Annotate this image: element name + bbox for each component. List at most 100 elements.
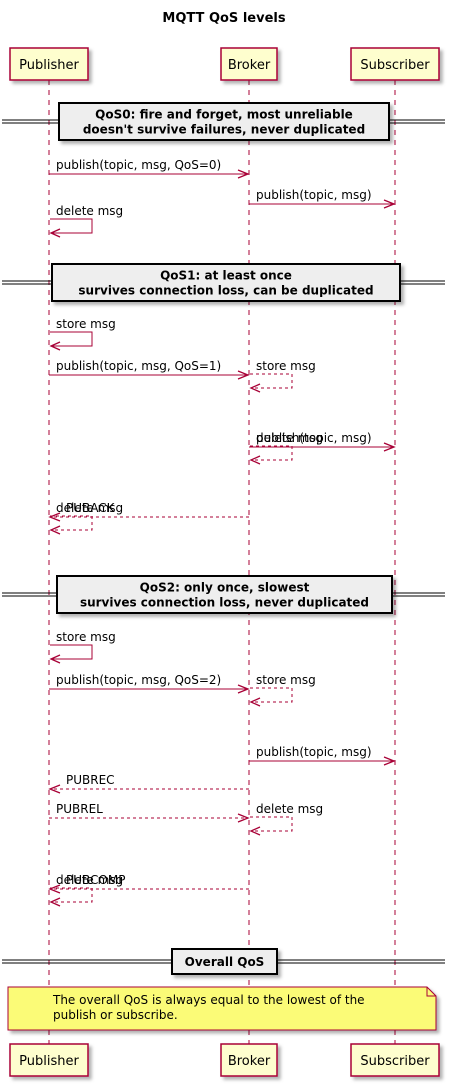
- arrow-head: [48, 884, 61, 894]
- message-publish-topic-msg-qos-1: publish(topic, msg, QoS=1): [49, 359, 250, 380]
- message-delete-msg: delete msg: [49, 873, 123, 907]
- arrow-head: [383, 756, 396, 766]
- arrow-head: [249, 383, 261, 393]
- arrow-head: [383, 442, 396, 452]
- message-label: store msg: [56, 630, 116, 644]
- arrow-head: [249, 455, 261, 465]
- participant-box: [350, 47, 440, 81]
- message-label: delete msg: [256, 802, 323, 816]
- diagram-title: MQTT QoS levels: [162, 11, 285, 26]
- message-store-msg: store msg: [49, 317, 116, 351]
- section-divider: Overall QoS: [2, 948, 445, 975]
- message-store-msg: store msg: [249, 359, 316, 393]
- message-label: PUBREC: [66, 773, 115, 787]
- note-text: publish or subscribe.: [53, 1008, 178, 1022]
- message-arrow: [250, 687, 293, 703]
- arrow-head: [49, 654, 61, 664]
- message-label: delete msg: [256, 431, 323, 445]
- divider-label: QoS2: only once, slowest: [140, 581, 310, 595]
- message-label: publish(topic, msg, QoS=2): [56, 673, 221, 687]
- message-publish-topic-msg: publish(topic, msg): [249, 745, 396, 766]
- message-arrow: [250, 373, 293, 389]
- message-publish-topic-msg-qos-0: publish(topic, msg, QoS=0): [49, 158, 250, 179]
- divider-label: doesn't survive failures, never duplicat…: [83, 123, 365, 137]
- message-publish-topic-msg: publish(topic, msg): [249, 188, 396, 209]
- message-label: publish(topic, msg, QoS=1): [56, 359, 221, 373]
- message-arrow: [250, 445, 293, 461]
- divider-label: survives connection loss, can be duplica…: [78, 284, 373, 298]
- message-delete-msg: delete msg: [249, 802, 323, 836]
- note-fold: [426, 987, 436, 997]
- message-pubrec: PUBREC: [48, 773, 249, 794]
- participant-label: Publisher: [19, 1054, 79, 1069]
- message-arrow: [50, 644, 93, 660]
- divider-box: [58, 102, 390, 141]
- divider-label: Overall QoS: [185, 955, 265, 969]
- message-label: store msg: [256, 359, 316, 373]
- message-label: publish(topic, msg, QoS=0): [56, 158, 221, 172]
- message-label: delete msg: [56, 501, 123, 515]
- participant-box: [220, 1043, 278, 1077]
- arrow-head: [383, 199, 396, 209]
- message-label: store msg: [256, 673, 316, 687]
- participant-broker-top: Broker: [220, 47, 278, 81]
- arrow-head: [237, 370, 250, 380]
- participant-label: Broker: [228, 58, 271, 73]
- message-publish-topic-msg: publish(topic, msg): [249, 431, 396, 452]
- message-delete-msg: delete msg: [249, 431, 323, 465]
- message-delete-msg: delete msg: [49, 501, 123, 535]
- message-label: publish(topic, msg): [256, 745, 372, 759]
- divider-label: survives connection loss, never duplicat…: [80, 596, 369, 610]
- arrow-head: [237, 684, 250, 694]
- participant-publisher-top: Publisher: [9, 47, 89, 81]
- participant-label: Subscriber: [360, 58, 430, 73]
- note-shape: [7, 986, 437, 1031]
- message-label: store msg: [56, 317, 116, 331]
- message-label: publish(topic, msg): [256, 188, 372, 202]
- divider-label: QoS1: at least once: [160, 269, 292, 283]
- participant-box: [9, 47, 89, 81]
- section-divider: QoS0: fire and forget, most unreliabledo…: [2, 102, 445, 141]
- message-label: publish(topic, msg): [256, 431, 372, 445]
- message-arrow: [50, 331, 93, 347]
- arrow-head: [249, 826, 261, 836]
- divider-label: QoS0: fire and forget, most unreliable: [95, 108, 353, 122]
- message-delete-msg: delete msg: [49, 204, 123, 238]
- arrow-head: [48, 512, 61, 522]
- participant-box: [350, 1043, 440, 1077]
- message-label: PUBCOMP: [66, 873, 125, 887]
- participant-publisher-bottom: Publisher: [9, 1043, 89, 1077]
- message-label: delete msg: [56, 873, 123, 887]
- message-label: PUBREL: [56, 802, 103, 816]
- participant-label: Broker: [228, 1054, 271, 1069]
- message-arrow: [50, 515, 93, 531]
- arrow-head: [49, 897, 61, 907]
- message-arrow: [250, 816, 293, 832]
- arrow-head: [48, 784, 61, 794]
- message-store-msg: store msg: [49, 630, 116, 664]
- participant-label: Subscriber: [360, 1054, 430, 1069]
- arrow-head: [49, 228, 61, 238]
- note: The overall QoS is always equal to the l…: [7, 986, 437, 1031]
- message-publish-topic-msg-qos-2: publish(topic, msg, QoS=2): [49, 673, 250, 694]
- message-pubcomp: PUBCOMP: [48, 873, 249, 894]
- participant-broker-bottom: Broker: [220, 1043, 278, 1077]
- divider-box: [56, 575, 393, 614]
- divider-box: [171, 948, 278, 975]
- participant-subscriber-top: Subscriber: [350, 47, 440, 81]
- participant-subscriber-bottom: Subscriber: [350, 1043, 440, 1077]
- message-puback: PUBACK: [48, 501, 249, 522]
- message-arrow: [50, 887, 93, 903]
- message-store-msg: store msg: [249, 673, 316, 707]
- arrow-head: [249, 697, 261, 707]
- participant-box: [9, 1043, 89, 1077]
- message-pubrel: PUBREL: [49, 802, 250, 823]
- participant-box: [220, 47, 278, 81]
- arrow-head: [49, 341, 61, 351]
- message-label: delete msg: [56, 204, 123, 218]
- message-label: PUBACK: [66, 501, 116, 515]
- arrow-head: [49, 525, 61, 535]
